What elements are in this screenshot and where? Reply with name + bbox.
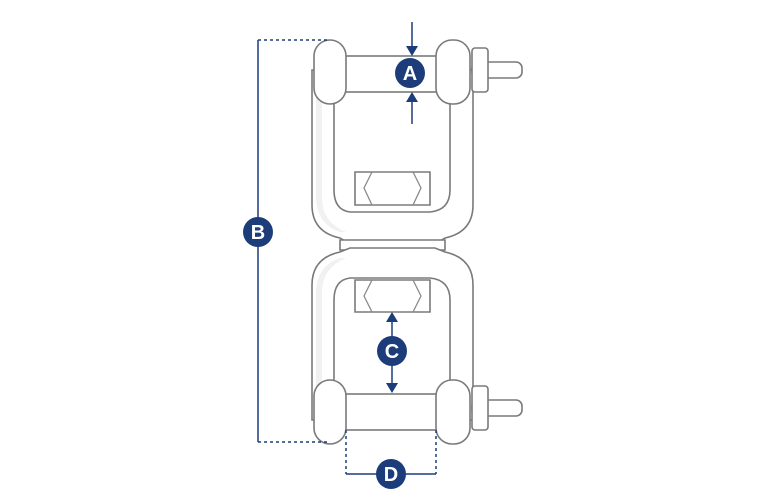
lower-pin-collar [471, 385, 489, 431]
badge-a [395, 58, 425, 88]
label-d: D [384, 464, 398, 486]
dimension-b: B [243, 39, 330, 443]
upper-pin [339, 55, 446, 93]
dimension-a: A [395, 22, 425, 124]
upper-pin-collar [471, 47, 489, 93]
dimension-d: D [345, 430, 437, 489]
lower-left-ear [313, 379, 347, 445]
upper-hex-facets [363, 171, 422, 206]
upper-jaw-shade [316, 90, 346, 232]
upper-left-ear [313, 39, 347, 105]
swivel-drawing [311, 39, 523, 445]
label-b: B [251, 222, 265, 244]
badge-c [377, 336, 407, 366]
lower-right-ear [435, 379, 471, 445]
lower-pin [339, 393, 446, 431]
badge-d [376, 459, 406, 489]
label-a: A [403, 63, 417, 85]
lower-hex-facets [363, 279, 422, 313]
dimension-c: C [377, 312, 407, 393]
badge-b [243, 217, 273, 247]
upper-right-ear [435, 39, 471, 105]
label-c: C [385, 341, 399, 363]
